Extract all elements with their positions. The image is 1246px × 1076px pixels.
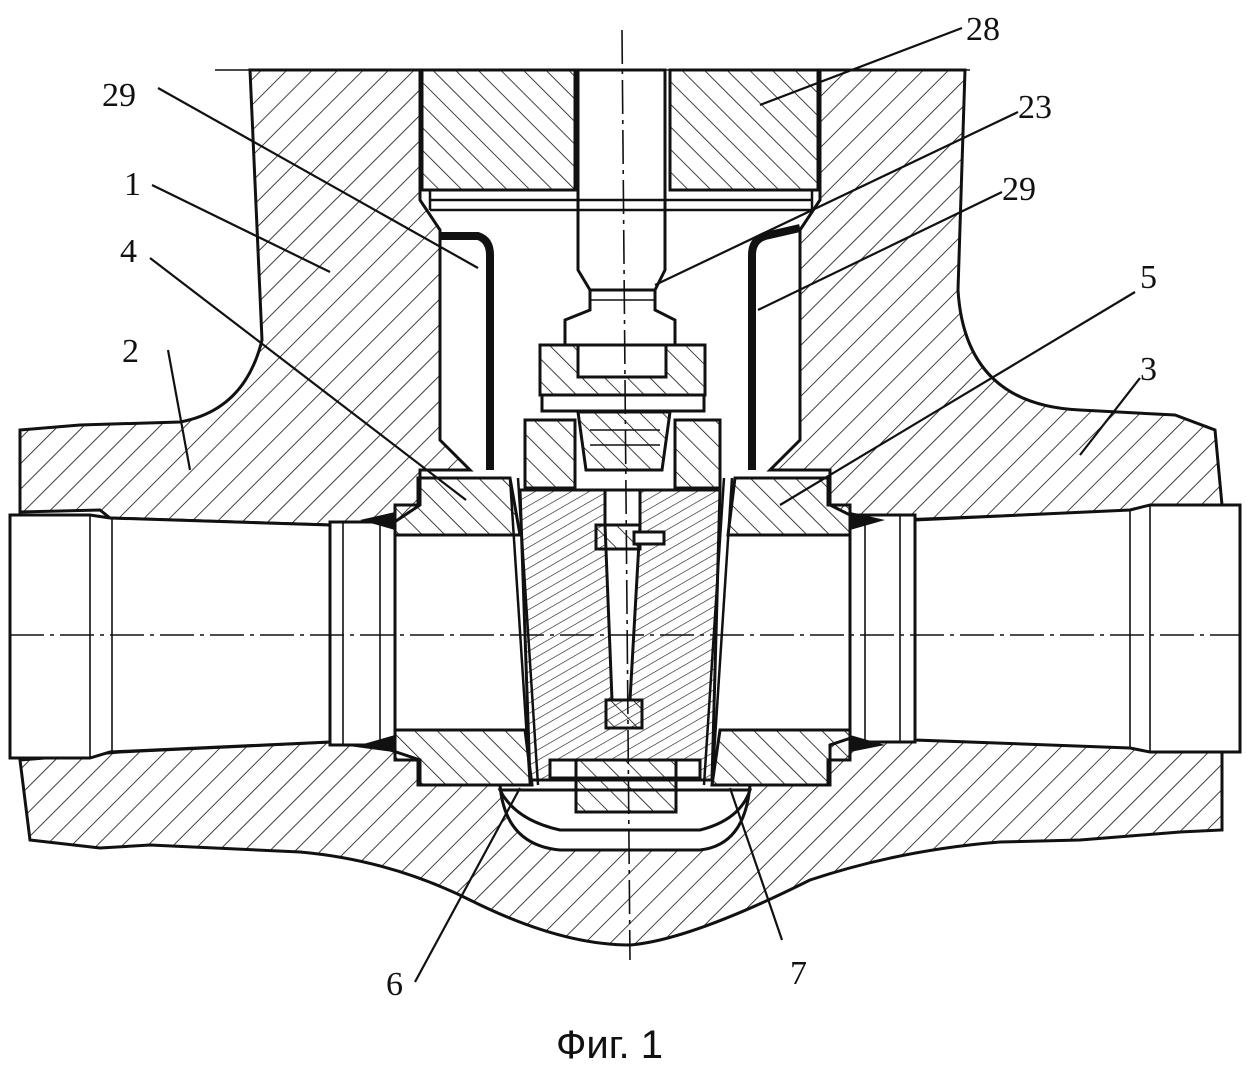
- label-6: 6: [386, 966, 403, 1003]
- label-4: 4: [120, 233, 137, 270]
- label-1: 1: [124, 166, 141, 203]
- label-29-left: 29: [102, 77, 136, 114]
- label-3: 3: [1140, 351, 1157, 388]
- wedge-gate: [510, 478, 732, 812]
- label-7: 7: [790, 955, 807, 992]
- label-29-right: 29: [1002, 171, 1036, 208]
- label-5: 5: [1140, 259, 1157, 296]
- figure-caption: Фиг. 1: [556, 1023, 663, 1067]
- label-23: 23: [1018, 89, 1052, 126]
- label-28: 28: [966, 11, 1000, 48]
- label-2: 2: [122, 333, 139, 370]
